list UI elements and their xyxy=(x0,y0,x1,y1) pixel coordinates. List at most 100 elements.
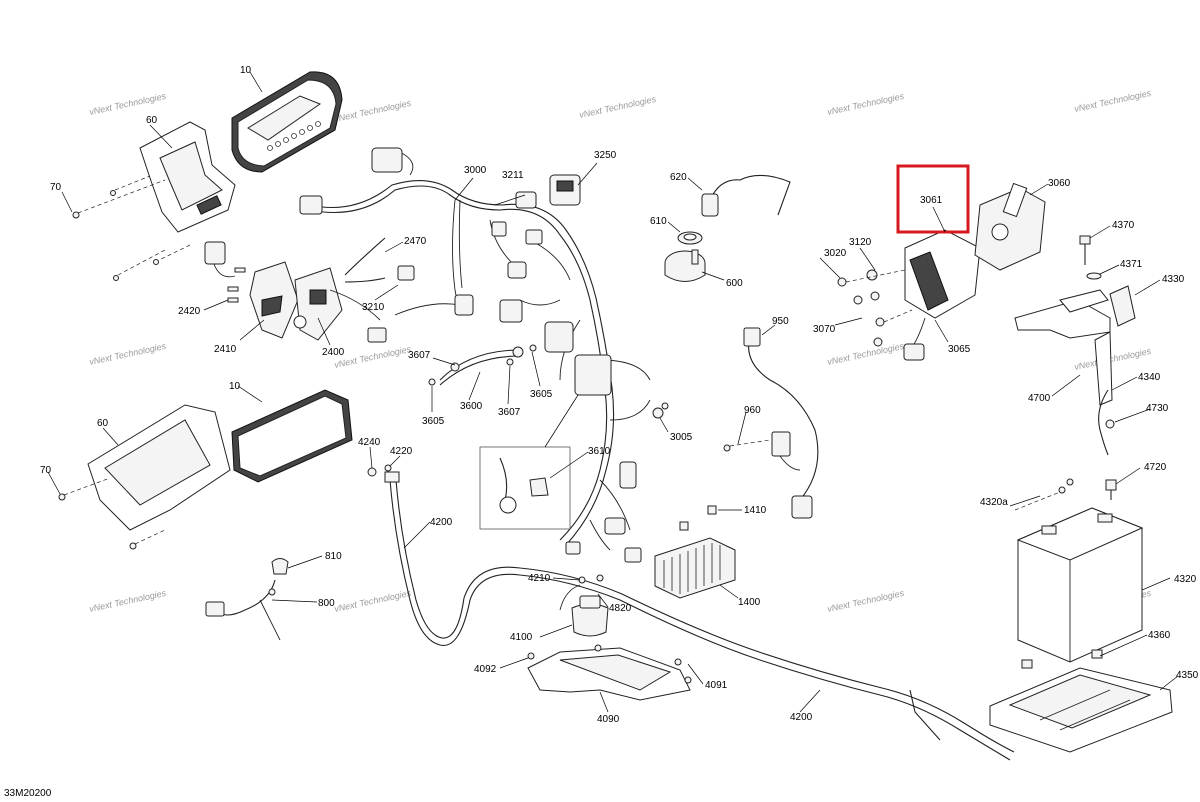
harness-800 xyxy=(205,579,281,641)
callout-60: 60 xyxy=(146,115,158,126)
fasteners-3020-3070 xyxy=(837,269,913,347)
switch-3211 xyxy=(515,191,537,209)
watermark-text: vNext Technologies xyxy=(333,588,412,614)
switch-3250 xyxy=(549,174,581,206)
callout-1410: 1410 xyxy=(744,505,767,516)
cable-3600 xyxy=(428,344,537,386)
harness-connectors xyxy=(299,147,642,563)
watermark-text: vNext Technologies xyxy=(88,588,167,614)
callout-2410: 2410 xyxy=(214,344,237,355)
callout-4240: 4240 xyxy=(358,437,381,448)
callout-4320a: 4320a xyxy=(980,497,1008,508)
ring-610 xyxy=(677,231,703,245)
watermark-text: vNext Technologies xyxy=(88,341,167,367)
callout-4370: 4370 xyxy=(1112,220,1135,231)
washer-4371 xyxy=(1086,272,1102,280)
callout-620: 620 xyxy=(670,172,687,183)
callout-60: 60 xyxy=(97,418,109,429)
bolt-4720 xyxy=(1105,479,1117,500)
callout-3607: 3607 xyxy=(408,350,431,361)
coil-cord-620 xyxy=(701,174,791,217)
callout-2420: 2420 xyxy=(178,306,201,317)
watermark-text: vNext Technologies xyxy=(1073,88,1152,114)
callout-3005: 3005 xyxy=(670,432,693,443)
callout-3060: 3060 xyxy=(1048,178,1071,189)
inset-box-3610 xyxy=(479,446,571,530)
harness-950 xyxy=(743,327,819,519)
callout-3211: 3211 xyxy=(502,170,524,181)
pins-2420 xyxy=(227,267,246,303)
callout-3065: 3065 xyxy=(948,344,971,355)
instrument-cluster-round xyxy=(231,71,343,173)
harness-connector-2410 xyxy=(249,261,299,339)
callout-70: 70 xyxy=(40,465,52,476)
callout-2470: 2470 xyxy=(404,236,427,247)
cluster-bracket-lower xyxy=(87,404,231,531)
callout-3020: 3020 xyxy=(824,248,847,259)
cable-4200 xyxy=(384,471,1015,761)
watermark-text: vNext Technologies xyxy=(333,344,412,370)
watermark-text: vNext Technologies xyxy=(578,94,657,120)
callout-4092: 4092 xyxy=(474,664,497,675)
callout-4200: 4200 xyxy=(430,517,453,528)
callout-3250: 3250 xyxy=(594,150,617,161)
callout-4320: 4320 xyxy=(1174,574,1197,585)
watermark-text: vNext Technologies xyxy=(88,91,167,117)
watermark-text: vNext Technologies xyxy=(826,588,905,614)
watermark-text: vNext Technologies xyxy=(826,341,905,367)
callout-600: 600 xyxy=(726,278,743,289)
cover-4330 xyxy=(1109,285,1136,327)
callout-3070: 3070 xyxy=(813,324,836,335)
ignition-switch-600 xyxy=(664,249,706,282)
highlight-box xyxy=(896,164,970,234)
callout-950: 950 xyxy=(772,316,789,327)
callout-800: 800 xyxy=(318,598,335,609)
clips-4360 xyxy=(1021,649,1103,669)
callout-3607: 3607 xyxy=(498,407,521,418)
screws-70 xyxy=(72,190,159,281)
callout-4100: 4100 xyxy=(510,632,533,643)
screws-1410 xyxy=(679,505,717,531)
harness-connector-2400 xyxy=(293,267,343,341)
bolts-4091-4092 xyxy=(527,644,692,684)
callout-4730: 4730 xyxy=(1146,403,1169,414)
solenoid-4100 xyxy=(559,584,609,637)
document-reference-code: 33M20200 xyxy=(4,788,52,799)
callout-labels: 10 60 70 2420 2410 2400 2470 3210 3000 3… xyxy=(40,65,1199,725)
nut-3005 xyxy=(652,402,669,419)
callout-4350: 4350 xyxy=(1176,670,1199,681)
cable-4730 xyxy=(1098,389,1115,456)
nuts-4240-4220 xyxy=(367,464,392,477)
watermark-text: vNext Technologies xyxy=(333,98,412,124)
callout-610: 610 xyxy=(650,216,667,227)
callout-70: 70 xyxy=(50,182,62,193)
plate-4090 xyxy=(527,647,691,701)
connector-small-left xyxy=(204,241,236,278)
battery-4320 xyxy=(1016,507,1144,663)
relay-box-3065 xyxy=(903,229,981,361)
nuts-4210 xyxy=(578,574,604,584)
bolt-4370 xyxy=(1079,235,1091,265)
leader-lines xyxy=(47,71,1179,713)
callout-810: 810 xyxy=(325,551,342,562)
callout-4360: 4360 xyxy=(1148,630,1171,641)
callout-4220: 4220 xyxy=(390,446,413,457)
screws-70-lower xyxy=(58,493,137,550)
watermark-text: vNext Technologies xyxy=(826,91,905,117)
callout-1400: 1400 xyxy=(738,597,761,608)
callout-3061: 3061 xyxy=(920,195,943,206)
callout-2400: 2400 xyxy=(322,347,345,358)
callout-3600: 3600 xyxy=(460,401,483,412)
regulator-1400 xyxy=(654,537,736,599)
callout-4091: 4091 xyxy=(705,680,728,691)
actuator-3060 xyxy=(974,182,1046,271)
callout-3610: 3610 xyxy=(588,446,611,457)
callout-960: 960 xyxy=(744,405,761,416)
watermark-text: vNext Technologies xyxy=(1073,346,1152,372)
callout-4371: 4371 xyxy=(1120,259,1143,270)
callout-3000: 3000 xyxy=(464,165,487,176)
callout-4210: 4210 xyxy=(528,573,551,584)
callout-4200: 4200 xyxy=(790,712,813,723)
cluster-bracket-upper xyxy=(139,121,236,233)
